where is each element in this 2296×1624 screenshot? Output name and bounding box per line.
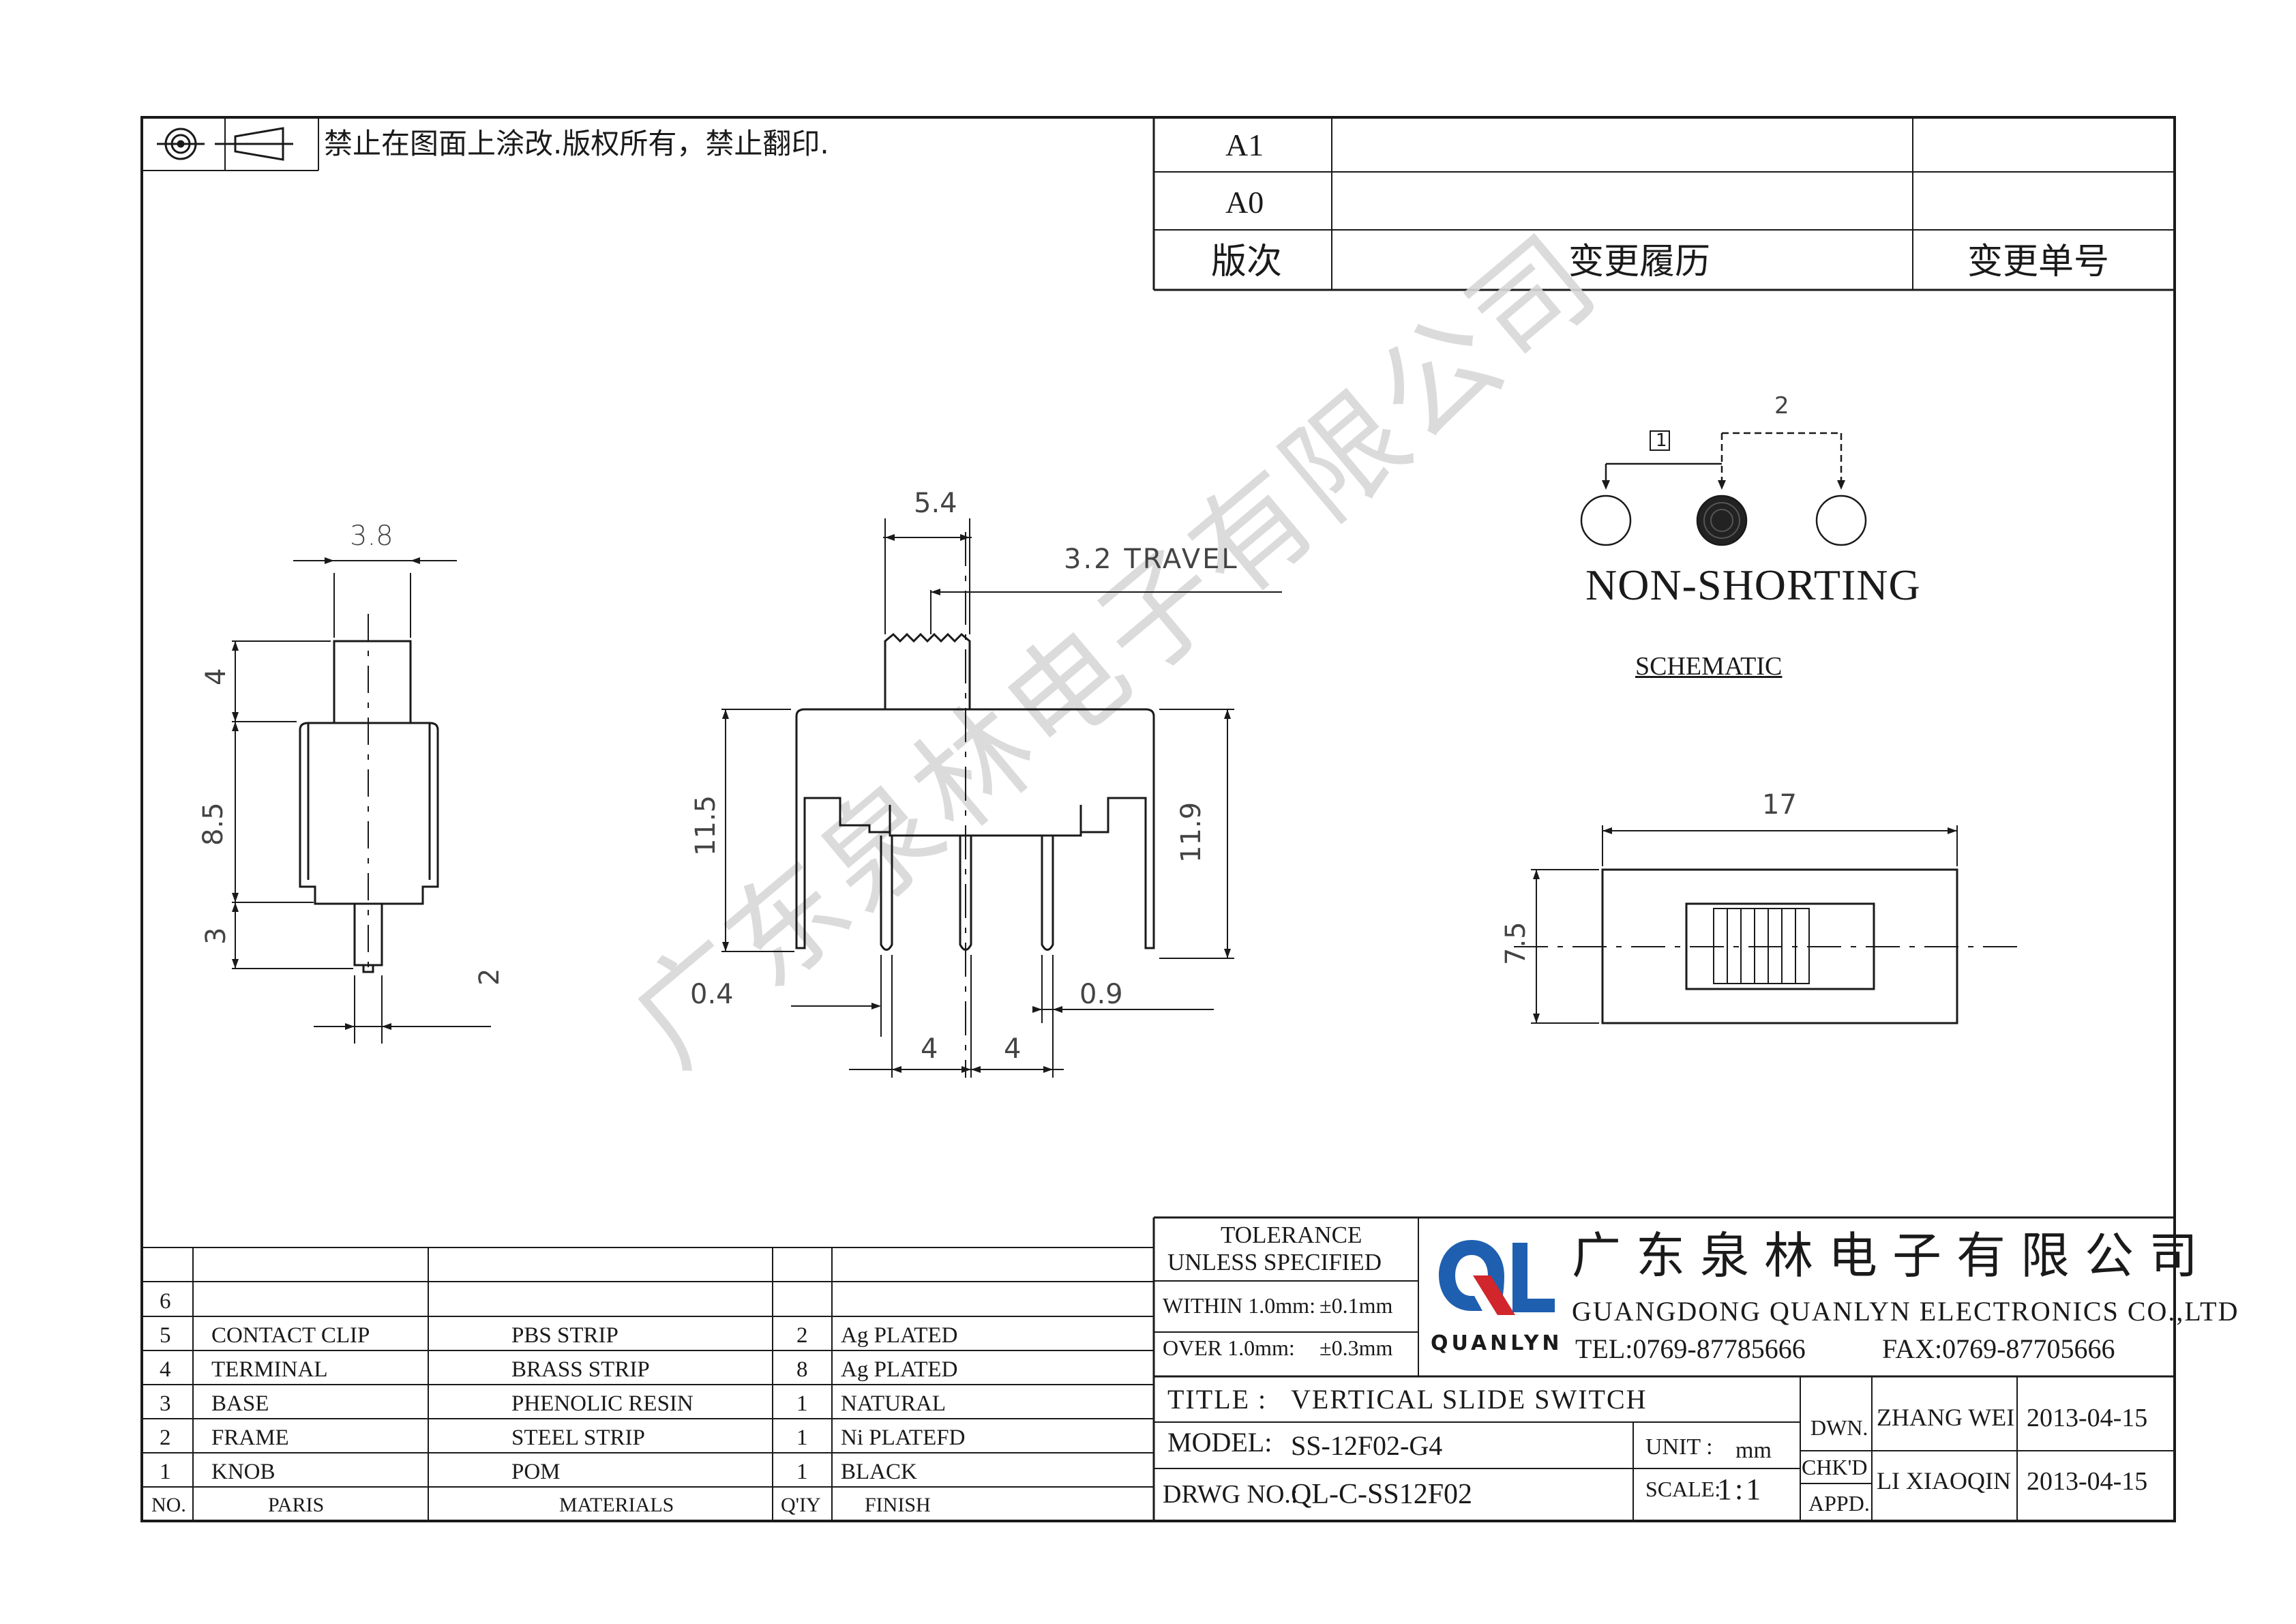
dim-front-height-left: 11.5 [690,795,721,856]
bom-row-part: TERMINAL [211,1357,328,1382]
scale-label: SCALE: [1645,1477,1721,1501]
company-logo-icon [1439,1240,1555,1315]
tolerance-over-value: ±0.3mm [1320,1335,1393,1360]
bom-row-part: KNOB [211,1460,275,1484]
logo-wordmark: QUANLYN [1431,1331,1563,1355]
dim-front-travel: 3.2 TRAVEL [1064,544,1239,575]
bom-row-part: FRAME [211,1426,289,1450]
checked-by: LI XIAOQIN [1877,1467,2011,1494]
dim-side-width-top: 3.8 [350,520,393,552]
bom-row-material: POM [511,1460,561,1484]
title-label: TITLE : [1167,1384,1268,1415]
dim-side-body-height: 8.5 [198,802,229,846]
bom-row-part: BASE [211,1391,269,1416]
bom-row-no: 6 [160,1289,171,1314]
change-history-header: 变更履历 [1568,241,1711,282]
company-fax: FAX:0769-87705666 [1882,1333,2115,1364]
model-value: SS-12F02-G4 [1291,1430,1443,1461]
bom-row-material: BRASS STRIP [511,1357,650,1382]
bom-row-material: PHENOLIC RESIN [511,1391,694,1416]
revision-a0: A0 [1225,185,1264,220]
projection-symbol-icon [157,127,293,161]
side-view-drawing [232,557,491,1044]
drawn-label: DWN. [1810,1415,1868,1440]
bom-row-no: 3 [160,1391,171,1416]
unit-value: mm [1735,1438,1772,1463]
drawing-number-label: DRWG NO.: [1163,1480,1298,1509]
dim-front-height-right: 11.9 [1176,801,1207,863]
bom-header-no: NO. [151,1494,186,1516]
bom-row-qty: 1 [796,1391,808,1416]
change-number-header: 变更单号 [1967,241,2110,282]
bom-header-part: PARIS [268,1494,325,1516]
dim-front-pin-width: 0.9 [1079,979,1123,1010]
dim-top-length: 17 [1762,789,1797,821]
tolerance-within: WITHIN 1.0mm: [1163,1293,1315,1318]
bom-row-qty: 1 [796,1426,808,1450]
model-label: MODEL: [1167,1427,1272,1458]
tolerance-over: OVER 1.0mm: [1163,1335,1295,1360]
schematic-pos2-label: 2 [1774,392,1789,419]
revision-a1: A1 [1225,128,1264,162]
bom-row-qty: 8 [796,1357,808,1382]
schematic-diagram [1580,430,1867,546]
bom-header-finish: FINISH [865,1494,931,1516]
dim-front-knob-width: 5.4 [914,488,957,519]
approved-label: APPD. [1808,1491,1870,1516]
schematic-pos1-label: 1 [1656,430,1667,451]
company-name-en: GUANGDONG QUANLYN ELECTRONICS CO.,LTD [1572,1296,2239,1327]
bom-row-part: CONTACT CLIP [211,1323,370,1348]
bom-row-finish: Ni PLATEFD [841,1426,966,1450]
checked-label: CHK'D [1802,1455,1868,1479]
schematic-non-shorting: NON-SHORTING [1585,561,1921,609]
bom-row-no: 5 [160,1323,171,1348]
dim-front-pin-pitch-2: 4 [1004,1033,1022,1065]
bom-row-no: 1 [160,1460,171,1484]
bom-row-finish: BLACK [841,1460,917,1484]
dim-side-pin-height: 3 [200,927,232,945]
drawn-by: ZHANG WEI [1877,1404,2015,1431]
scale-value: 1:1 [1717,1473,1764,1506]
front-view-drawing [721,518,1282,1078]
bom-row-material: STEEL STRIP [511,1426,645,1450]
company-name-cn: 广东泉林电子有限公司 [1572,1227,2213,1284]
bom-header-qty: Q'IY [781,1494,821,1516]
dim-side-knob-height: 4 [200,668,232,685]
bom-row-no: 4 [160,1357,171,1382]
schematic-caption: SCHEMATIC [1635,652,1783,681]
tolerance-title: TOLERANCE [1221,1222,1362,1248]
unit-label: UNIT : [1645,1434,1713,1460]
dim-side-pin-width: 2 [474,968,505,986]
tolerance-within-value: ±0.1mm [1320,1293,1393,1318]
dim-front-pin-thickness: 0.4 [690,979,734,1010]
bom-row-finish: Ag PLATED [841,1357,958,1382]
top-view-drawing [1514,825,2025,1024]
bom-row-no: 2 [160,1426,171,1450]
bom-row-material: PBS STRIP [511,1323,618,1348]
copyright-notice: 禁止在图面上涂改.版权所有，禁止翻印. [324,127,829,160]
bom-row-finish: NATURAL [841,1391,946,1416]
bom-row-qty: 1 [796,1460,808,1484]
company-tel: TEL:0769-87785666 [1575,1333,1806,1364]
drawn-date: 2013-04-15 [2027,1404,2148,1432]
revision-header: 版次 [1211,241,1283,282]
dim-front-pin-pitch-1: 4 [921,1033,938,1065]
dim-top-width: 7.5 [1500,921,1532,965]
checked-date: 2013-04-15 [2027,1467,2148,1496]
title-value: VERTICAL SLIDE SWITCH [1291,1384,1648,1415]
tolerance-subtitle: UNLESS SPECIFIED [1167,1249,1382,1275]
bom-header-material: MATERIALS [559,1494,674,1516]
drawing-number-value: QL-C-SS12F02 [1291,1479,1473,1510]
bom-row-finish: Ag PLATED [841,1323,958,1348]
bom-row-qty: 2 [796,1323,808,1348]
